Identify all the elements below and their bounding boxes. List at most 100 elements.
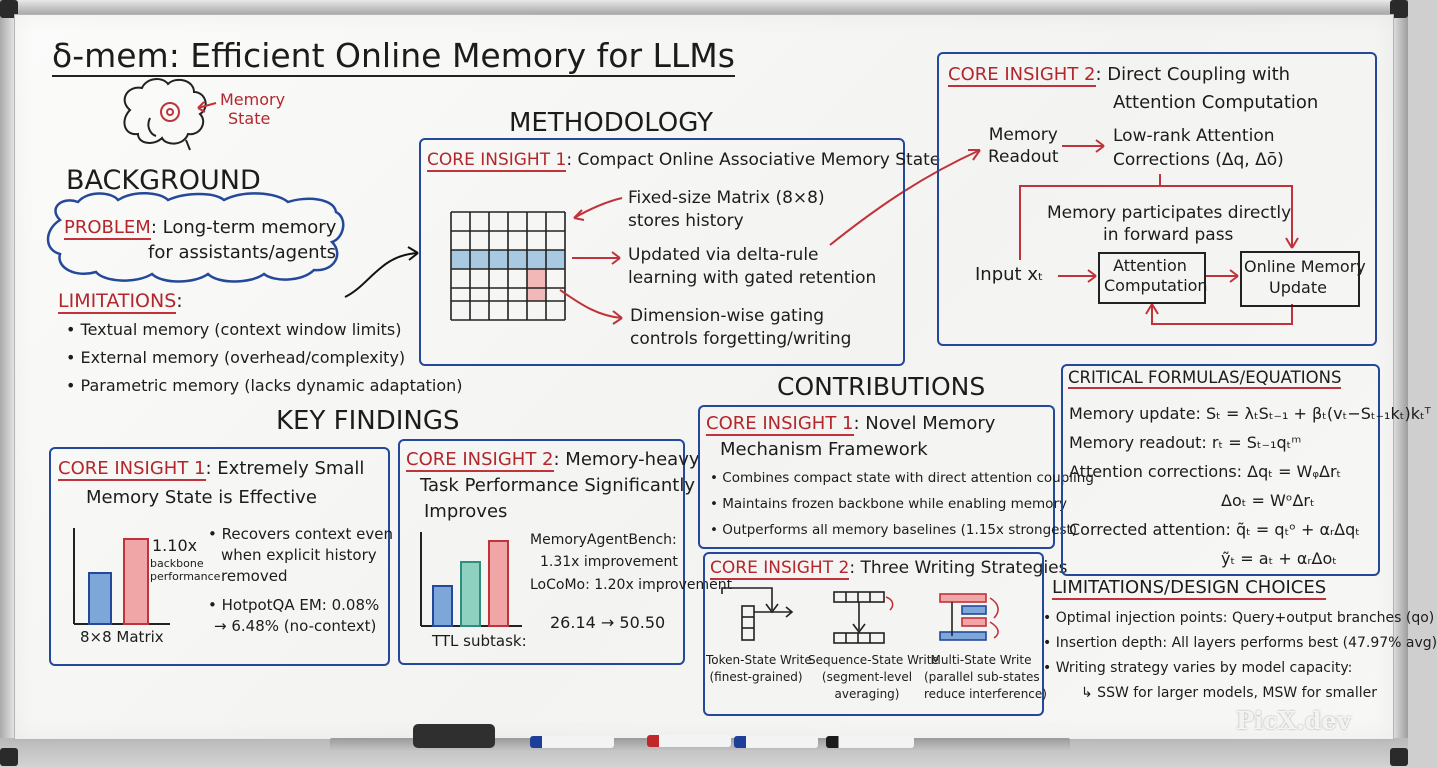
formula-label: Memory readout: [1069,433,1207,452]
brain-label-line: State [228,109,271,128]
problem-label: PROBLEM [64,217,151,240]
stat-line: 1.31x improvement [540,554,678,570]
input-label: Input xₜ [975,264,1044,285]
problem-text: Long-term memory [162,217,337,238]
core-label: CORE INSIGHT 2 [710,558,850,580]
formula-expr: Δqₜ = WᵩΔrₜ [1247,462,1342,481]
design-sub-item: ↳ SSW for larger models, MSW for smaller [1081,685,1378,701]
strategy-sequence-state: Sequence-State Write (segment-level aver… [808,652,939,703]
method-note-2: Updated via delta-rule learning with gat… [628,244,876,290]
frame-corner [0,0,18,18]
blue-marker [530,736,614,748]
bullet-text: Outperforms all memory baselines (1.15x … [722,522,1078,538]
method-note-line: Fixed-size Matrix (8×8) [628,188,825,208]
chart-bar-delta-mem [488,540,509,627]
core-label: CORE INSIGHT 1 [706,413,854,436]
bar-note-line: backbone [150,557,204,570]
formula-row: Corrected attention: q̃ₜ = qₜᵒ + αᵣΔqₜ [1069,515,1431,544]
findings-card-1 [49,447,390,666]
limitations-label-text: LIMITATIONS [58,290,177,314]
bullet-text: removed [221,567,288,585]
bullet-text: HotpotQA EM: 0.08% [221,596,380,614]
strategy-line: reduce interference) [924,687,1047,701]
problem-cloud [46,192,345,283]
findings-card-1-title: CORE INSIGHT 1: Extremely Small Memory S… [58,454,364,512]
formulas-heading: CRITICAL FORMULAS/EQUATIONS [1068,368,1342,389]
drawing-layer [46,78,1299,644]
method-note-line: learning with gated retention [628,268,877,288]
strategy-line: Multi-State Write [930,653,1032,667]
frame-left [0,0,14,768]
strategy-line: (segment-level [821,670,913,684]
findings-chart-1 [73,528,170,625]
bullet-text: when explicit history [221,546,377,564]
formula-expr: ỹₜ = aₜ + αᵣΔoₜ [1221,549,1338,568]
strategy-multi-state: Multi-State Write (parallel sub-states r… [924,652,1047,703]
contributions-heading: CONTRIBUTIONS [777,372,986,401]
problem-block: PROBLEM: Long-term memory for assistants… [64,217,337,263]
findings-card-2-title: CORE INSIGHT 2: Memory-heavy Task Perfor… [406,447,700,525]
core2-attention-card [937,52,1377,346]
formula-row: Attention corrections: Δqₜ = WᵩΔrₜ [1069,457,1431,486]
formula-expr: Δoₜ = WᵒΔrₜ [1221,491,1315,510]
strategy-line: (finest-grained) [709,670,803,684]
strategy-line: (parallel sub-states [924,670,1040,684]
box-line: Attention [1113,256,1187,275]
core-label: CORE INSIGHT 2 [948,64,1096,87]
label-line: Corrections (Δq, Δō) [1113,150,1284,170]
limitation-text: Textual memory (context window limits) [80,320,402,339]
design-list: • Optimal injection points: Query+output… [1043,606,1437,706]
design-heading: LIMITATIONS/DESIGN CHOICES [1052,577,1327,600]
method-note-3: Dimension-wise gating controls forgettin… [630,305,851,351]
formula-row: Δoₜ = WᵒΔrₜ [1069,486,1431,515]
writing-strategy-sketches [721,587,999,644]
label-line: Readout [988,147,1059,167]
formula-row: Memory readout: rₜ = Sₜ₋₁qₜᵐ [1069,428,1431,457]
online-memory-text: Online Memory Update [1244,256,1366,298]
chart-bar-baseline [432,585,453,627]
flow-arrow [344,252,419,298]
black-marker [826,736,914,748]
method-note-1: Fixed-size Matrix (8×8) stores history [628,187,825,233]
strategy-line: Token-State Write [706,653,812,667]
box-line: Update [1269,278,1327,297]
contributions-card-1-title: CORE INSIGHT 1: Novel Memory Mechanism F… [706,411,995,463]
box-line: Computation [1104,276,1208,295]
watermark: PicX.dev [1236,706,1351,735]
chart-bar-mid [460,561,481,627]
findings-card-1-bullets: • Recovers context even when explicit hi… [208,525,394,635]
findings-chart-2 [420,532,522,627]
strategy-token-state: Token-State Write (finest-grained) [706,652,812,686]
formula-label: Corrected attention: [1069,520,1231,539]
frame-corner [1390,0,1408,18]
methodology-card [419,138,905,366]
attention-flow-arrows [1019,139,1299,325]
method-note-line: stores history [628,211,744,231]
formula-label: Memory update: [1069,404,1201,423]
findings-card-2 [398,439,685,665]
participates-label: Memory participates directly in forward … [1047,202,1291,246]
formula-expr: rₜ = Sₜ₋₁qₜᵐ [1211,433,1302,452]
core2-title: CORE INSIGHT 2: Direct Coupling with Att… [948,61,1318,117]
core-title: Memory State is Effective [86,487,317,508]
label-line: Memory [988,125,1058,145]
limitation-item: • External memory (overhead/complexity) [66,348,406,367]
method-note-line: Dimension-wise gating [630,306,825,326]
core-label: CORE INSIGHT 1 [427,150,567,172]
problem-text: for assistants/agents [148,242,337,263]
core-title: Memory-heavy [565,449,700,470]
red-marker [647,735,731,747]
attention-computation-box [1098,252,1206,304]
methodology-heading: METHODOLOGY [509,108,714,138]
chart-bar-baseline [88,572,112,625]
bar-note-line: performance [150,570,221,583]
core-label: CORE INSIGHT 2 [406,449,554,472]
key-findings-heading: KEY FINDINGS [276,406,460,436]
page-title: δ-mem: Efficient Online Memory for LLMs [52,36,735,77]
title-text: δ-mem: Efficient Online Memory for LLMs [52,36,735,77]
contributions-card-2 [703,552,1044,716]
formula-row: Memory update: Sₜ = λₜSₜ₋₁ + βₜ(vₜ−Sₜ₋₁k… [1069,399,1431,428]
core-title: Three Writing Strategies [860,558,1068,578]
method-note-line: controls forgetting/writing [630,329,852,349]
memory-matrix-grid [450,211,566,321]
